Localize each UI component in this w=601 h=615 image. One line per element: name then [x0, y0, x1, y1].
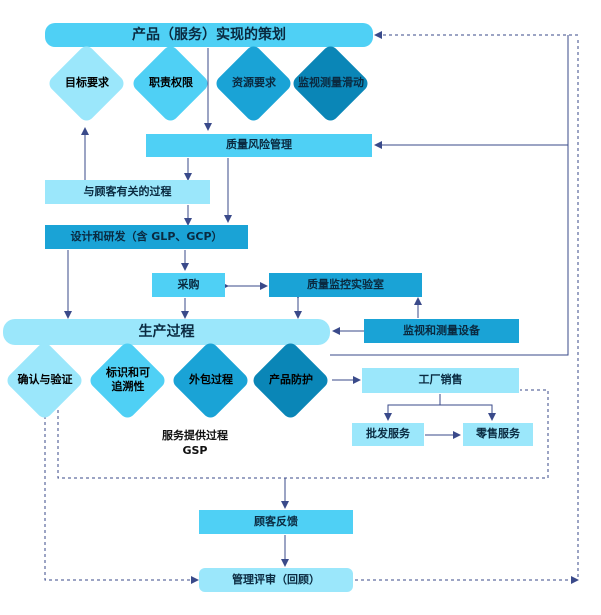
production-process: 生产过程 — [3, 319, 330, 345]
diamond-label-resources: 资源要求 — [232, 76, 276, 90]
diamond-label-target: 目标要求 — [65, 76, 109, 90]
diamond-label-outsourcing: 外包过程 — [189, 373, 233, 387]
diamond-label-validation: 确认与验证 — [17, 373, 73, 387]
factory-sales: 工厂销售 — [362, 368, 519, 393]
purchasing: 采购 — [152, 273, 225, 297]
service-process-text: 服务提供过程 — [162, 429, 228, 442]
customer-feedback: 顾客反馈 — [199, 510, 353, 534]
retail-service: 零售服务 — [463, 423, 533, 446]
risk-management: 质量风险管理 — [146, 134, 372, 157]
gsp-text: GSP — [182, 444, 208, 458]
management-review: 管理评审（回顾） — [199, 568, 353, 592]
diamond-label-monitoring: 监视测量滑动 — [298, 76, 364, 90]
wholesale-service: 批发服务 — [352, 423, 424, 446]
diamond-label-responsibilities: 职责权限 — [149, 76, 193, 90]
planning-title: 产品（服务）实现的策划 — [45, 23, 373, 47]
qc-lab: 质量监控实验室 — [269, 273, 422, 297]
diamond-label-protection: 产品防护 — [269, 373, 313, 387]
design-rd: 设计和研发（含 GLP、GCP） — [45, 225, 248, 249]
diamond-label-traceability: 标识和可 追溯性 — [106, 366, 150, 393]
service-process-label: 服务提供过程 GSP — [140, 428, 250, 459]
customer-process: 与顾客有关的过程 — [45, 180, 210, 204]
monitoring-equipment: 监视和测量设备 — [364, 319, 519, 343]
